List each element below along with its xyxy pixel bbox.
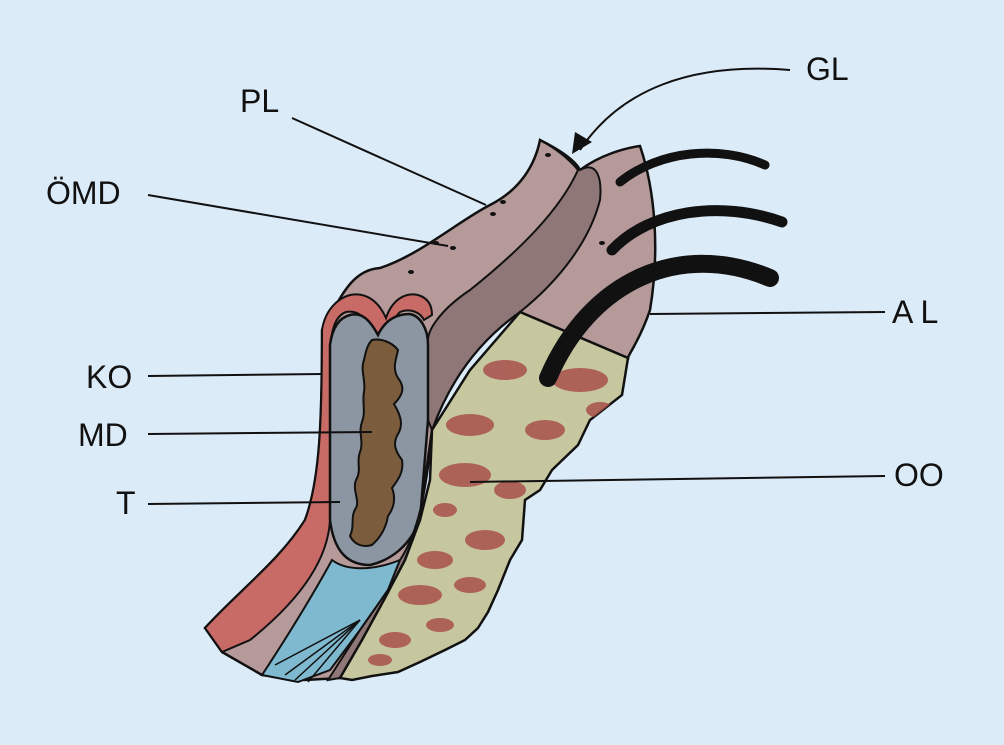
label-al: A L [892, 294, 938, 330]
label-md: MD [78, 417, 128, 453]
label-omd: ÖMD [46, 175, 121, 211]
label-ko: KO [86, 359, 132, 395]
leader-pl [292, 118, 486, 205]
leader-al [650, 312, 885, 314]
leader-omd [148, 195, 448, 246]
label-gl: GL [806, 51, 849, 87]
label-t: T [116, 485, 136, 521]
arrowhead-gl [572, 132, 592, 154]
leader-gl [580, 69, 790, 150]
label-oo: OO [894, 457, 944, 493]
leader-ko [148, 374, 322, 376]
label-pl: PL [240, 83, 279, 119]
